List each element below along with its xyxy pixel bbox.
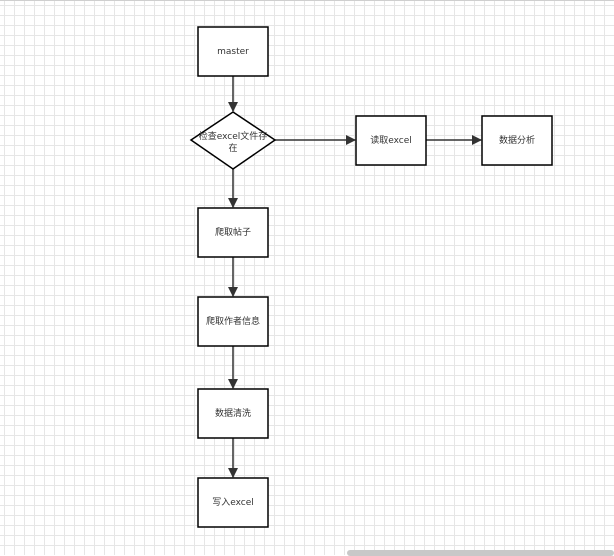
- node-clean-data[interactable]: 数据清洗: [197, 388, 269, 439]
- node-check-excel-label-line2: 在: [228, 142, 237, 154]
- node-crawl-posts[interactable]: 爬取帖子: [197, 207, 269, 258]
- node-master-label: master: [217, 47, 249, 57]
- horizontal-scrollbar[interactable]: [347, 550, 614, 556]
- node-read-excel-label: 读取excel: [370, 134, 412, 146]
- node-read-excel[interactable]: 读取excel: [355, 115, 427, 166]
- node-crawl-posts-label: 爬取帖子: [215, 226, 251, 238]
- node-write-excel[interactable]: 写入excel: [197, 477, 269, 528]
- node-crawl-authors[interactable]: 爬取作者信息: [197, 296, 269, 347]
- node-check-excel[interactable]: 检查excel文件存 在: [189, 111, 277, 170]
- node-check-excel-label-line1: 检查excel文件存: [199, 130, 268, 142]
- node-crawl-authors-label: 爬取作者信息: [206, 315, 260, 327]
- node-write-excel-label: 写入excel: [212, 497, 254, 508]
- node-data-analysis[interactable]: 数据分析: [481, 115, 553, 166]
- node-master[interactable]: master: [197, 26, 269, 77]
- node-data-analysis-label: 数据分析: [499, 134, 535, 146]
- node-clean-data-label: 数据清洗: [215, 407, 251, 419]
